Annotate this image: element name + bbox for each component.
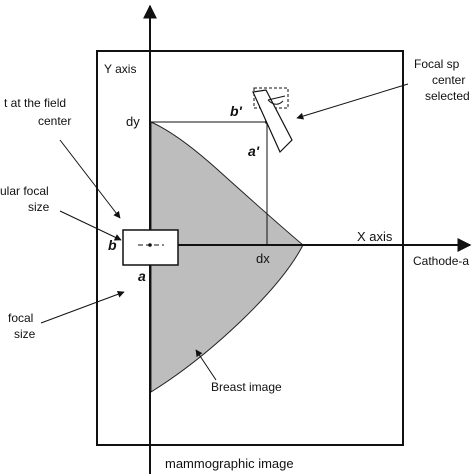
breast-image-label: Breast image	[211, 380, 282, 394]
selected-focal-label-line2: center	[432, 73, 465, 87]
effective-focal-label-line1: focal	[8, 311, 33, 325]
angle-ray	[267, 95, 286, 101]
field-center-label-line1: t at the field	[4, 96, 66, 110]
nominal-focal-label-line2: size	[28, 200, 50, 214]
leader-selected-focal	[296, 83, 409, 120]
selected-focal-label-line3: selected	[425, 89, 470, 103]
dx-label: dx	[256, 251, 270, 266]
y-axis-label: Y axis	[104, 62, 136, 76]
leader-nominal-focal	[59, 210, 122, 241]
b-prime-label: b'	[230, 103, 243, 119]
effective-focal-label-line2: size	[14, 327, 36, 341]
cathode-label: Cathode-a	[413, 254, 469, 268]
image-frame	[96, 50, 404, 446]
x-axis-label: X axis	[357, 229, 393, 244]
selected-focal-label-line1: Focal sp	[414, 57, 460, 71]
tilted-focal-spot	[252, 89, 293, 154]
a-prime-label: a'	[248, 143, 260, 159]
leader-field-center	[59, 139, 121, 219]
caption: mammographic image	[165, 456, 294, 471]
a-label: a	[138, 268, 146, 284]
nominal-focal-label-line1: ular focal	[0, 184, 49, 198]
dy-label: dy	[126, 114, 140, 129]
field-center-label-line2: center	[38, 114, 71, 128]
leader-effective-focal	[40, 290, 125, 324]
b-label: b	[108, 237, 117, 253]
focal-spot-center-dot	[148, 243, 152, 247]
leader-breast-image	[195, 349, 217, 381]
focal-spot-rectangle	[122, 229, 179, 266]
angle-arc	[267, 99, 284, 105]
